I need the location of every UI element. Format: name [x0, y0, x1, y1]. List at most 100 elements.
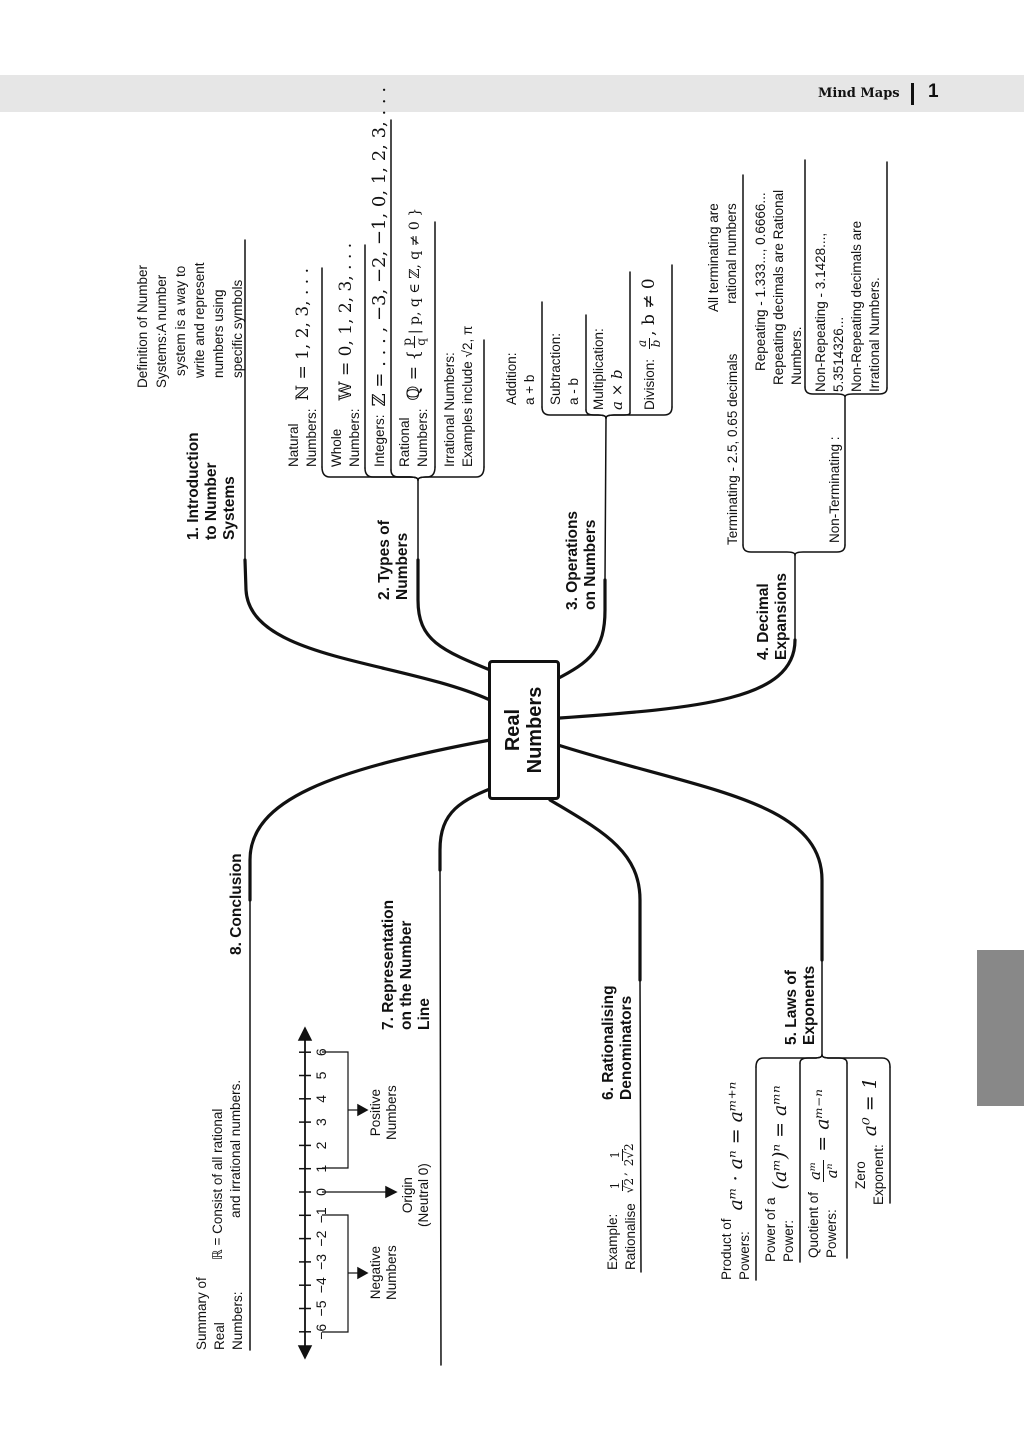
formula-part: | p, q ∈ ℤ, q ≠ 0 }: [406, 207, 423, 335]
decimals-brace: [794, 544, 846, 556]
heading-line: 1. Introduction: [185, 432, 202, 540]
heading-line: 5. Laws of: [783, 970, 800, 1045]
label: Powers:: [824, 1209, 839, 1258]
label: Powers:: [737, 1231, 752, 1280]
integers-formula: ℤ = . . . , −3, −2, −1, 0, 1, 2, 3, . . …: [369, 86, 390, 407]
branch-decimals: [558, 638, 797, 720]
zero-formula: a⁰ = 1: [859, 1077, 881, 1137]
branch-operations: [553, 578, 607, 682]
text-line: Systems:A number: [154, 274, 169, 388]
heading-line: Numbers: [394, 532, 411, 600]
branch-introduction: [243, 558, 492, 702]
label: Natural: [286, 423, 301, 467]
branch-rationalising: [548, 798, 642, 982]
arrow-right-icon: [357, 1103, 369, 1117]
multiplication: Multiplication:a × b: [590, 328, 626, 410]
text-line: Irrational Numbers.: [867, 277, 882, 392]
text-line: and irrational numbers.: [228, 1079, 243, 1218]
formula: a - b: [566, 377, 581, 405]
text-line: Non-Repeating decimals are: [849, 220, 864, 392]
label: Exponent:: [871, 1144, 886, 1205]
non-terminating-brace: [844, 387, 888, 398]
header-title: Mind Maps: [818, 86, 900, 101]
text-line: Repeating decimals are Rational: [771, 189, 786, 385]
label: Zero: [853, 1161, 868, 1189]
heading-conclusion: 8. Conclusion: [228, 853, 245, 955]
tick-label: 6: [313, 1048, 329, 1057]
heading-line: 2. Types of: [376, 520, 393, 600]
heading-line: on the Number: [398, 920, 415, 1030]
arrow-right-icon: [357, 1266, 369, 1280]
label: Power of a: [763, 1197, 778, 1262]
heading-line: Line: [416, 998, 433, 1030]
label: Quotient of: [806, 1191, 821, 1258]
non-terminating: Non-Terminating :: [827, 436, 842, 543]
heading-decimals: 4. Decimal Expansions: [755, 573, 791, 660]
label: Power:: [781, 1219, 796, 1262]
text-line: All terminating are: [706, 203, 721, 312]
exponents-brace: [799, 1054, 823, 1064]
heading-line: 7. Representation: [380, 899, 397, 1030]
origin-label: Origin(Neutral 0): [400, 1163, 432, 1227]
branch-number-line-stem: [439, 869, 442, 1366]
heading-line: 6. Rationalising: [600, 985, 617, 1100]
denominator: 2√2: [621, 1143, 636, 1167]
repeating: Repeating - 1.333..., 0.6666...Repeating…: [752, 190, 806, 385]
label: Rational: [397, 417, 412, 467]
label: Division:: [641, 358, 657, 410]
branch-number-line: [438, 783, 502, 872]
heading-line: Systems: [221, 476, 238, 540]
text-line: Real: [212, 1322, 227, 1350]
arrow-up-icon: [297, 1026, 313, 1041]
text-line: specific symbols: [230, 279, 245, 378]
numerator: a: [635, 337, 650, 349]
power-formula: (aᵐ)ⁿ = aᵐⁿ: [769, 1085, 791, 1190]
text-line: Negative: [368, 1245, 383, 1300]
numerator: aᵐ: [805, 1159, 824, 1182]
heading-line: on Numbers: [582, 519, 599, 610]
branch-operations-stem: [604, 417, 607, 581]
heading-types: 2. Types of Numbers: [376, 520, 412, 600]
formula: a × b: [608, 369, 626, 410]
label: Addition:: [504, 352, 519, 405]
text-line: Numbers:: [230, 1291, 245, 1350]
text-line: Summary of: [194, 1277, 209, 1350]
operations-brace: [585, 409, 607, 419]
text-line: ℝ = Consist of all rational: [210, 1108, 225, 1260]
irrational-numbers: Irrational Numbers: Examples include √2,…: [441, 326, 477, 467]
text-line: Irrational Numbers:: [442, 352, 457, 467]
integers: Integers: ℤ = . . . , −3, −2, −1, 0, 1, …: [369, 86, 390, 467]
formula: a + b: [522, 374, 537, 405]
label: Integers:: [372, 414, 387, 467]
label: Rationalise: [623, 1203, 638, 1270]
heading-line: Exponents: [801, 965, 818, 1045]
text-line: Non-Repeating - 3.1428...,: [813, 232, 828, 392]
denominator: aⁿ: [822, 1163, 841, 1179]
text-line: 5.3514326...: [831, 316, 846, 392]
decimals-brace: [742, 544, 796, 556]
text-line: Examples include √2, π: [460, 325, 475, 467]
definition-text: Definition of Number Systems:A number sy…: [133, 262, 247, 388]
non-repeating: Non-Repeating - 3.1428...,5.3514326...No…: [812, 221, 884, 392]
label: Numbers:: [304, 408, 319, 467]
text-line: Numbers: [384, 1245, 399, 1300]
addition: Addition:a + b: [503, 352, 539, 405]
terminating: Terminating - 2.5, 0.65 decimals: [725, 353, 740, 545]
